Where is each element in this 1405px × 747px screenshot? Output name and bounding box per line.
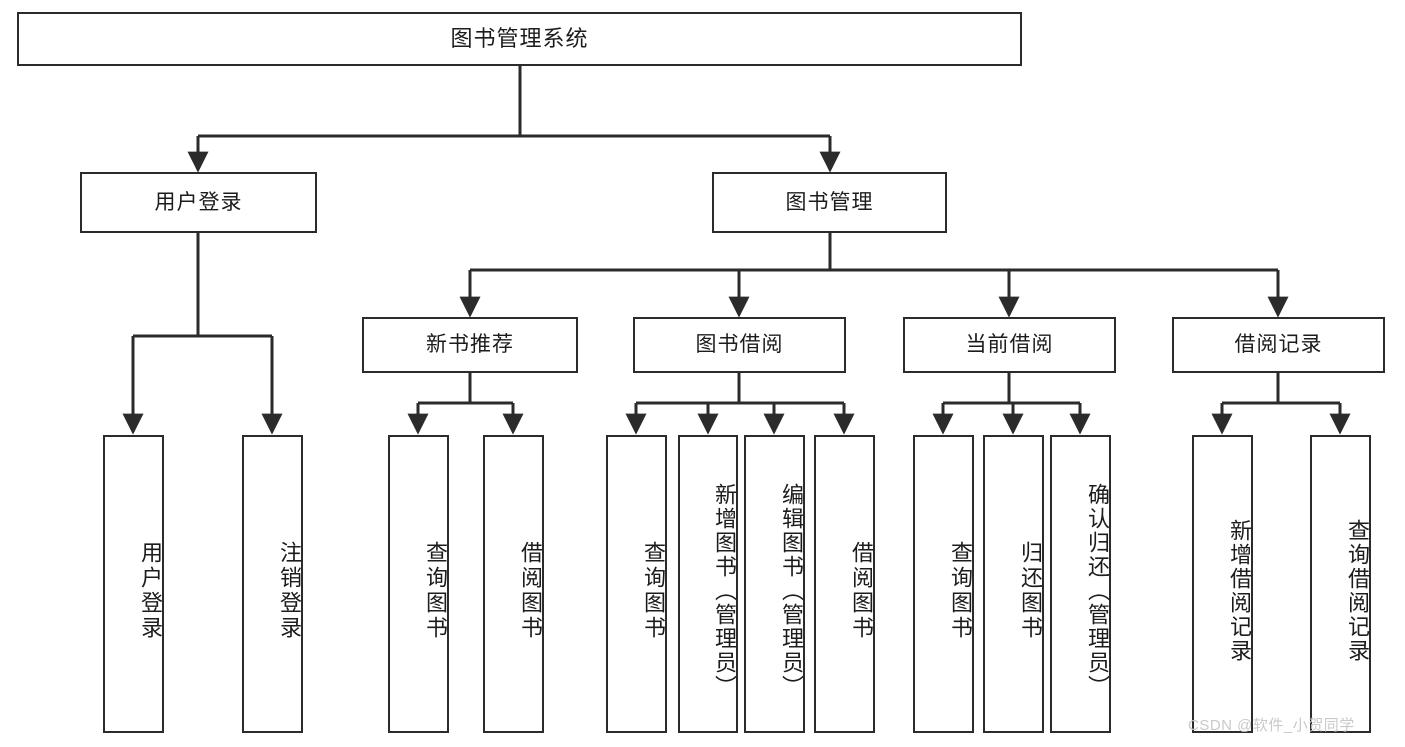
leaf-query-borrow-record[interactable]: 查询借阅记录: [1310, 435, 1371, 733]
node-root-book-management-system[interactable]: 图书管理系统: [17, 12, 1022, 66]
node-user-login[interactable]: 用户登录: [80, 172, 317, 233]
leaf-return-book[interactable]: 归还图书: [983, 435, 1044, 733]
node-borrow-record[interactable]: 借阅记录: [1172, 317, 1385, 373]
leaf-add-book-admin[interactable]: 新增图书（管理员）: [678, 435, 738, 733]
node-book-management[interactable]: 图书管理: [712, 172, 947, 233]
csdn-watermark: CSDN @软件_小贺同学: [1188, 717, 1355, 734]
leaf-add-borrow-record[interactable]: 新增借阅记录: [1192, 435, 1253, 733]
node-new-book-recommend[interactable]: 新书推荐: [362, 317, 578, 373]
leaf-logout-login[interactable]: 注销登录: [242, 435, 303, 733]
leaf-user-login[interactable]: 用户登录: [103, 435, 164, 733]
leaf-borrow-book-recommend[interactable]: 借阅图书: [483, 435, 544, 733]
leaf-borrow-book-borrow[interactable]: 借阅图书: [814, 435, 875, 733]
node-book-borrow[interactable]: 图书借阅: [633, 317, 846, 373]
leaf-query-book-current[interactable]: 查询图书: [913, 435, 974, 733]
leaf-query-book-recommend[interactable]: 查询图书: [388, 435, 449, 733]
leaf-confirm-return-admin[interactable]: 确认归还（管理员）: [1050, 435, 1111, 733]
leaf-edit-book-admin[interactable]: 编辑图书（管理员）: [744, 435, 805, 733]
leaf-query-book-borrow[interactable]: 查询图书: [606, 435, 667, 733]
node-current-borrow[interactable]: 当前借阅: [903, 317, 1116, 373]
